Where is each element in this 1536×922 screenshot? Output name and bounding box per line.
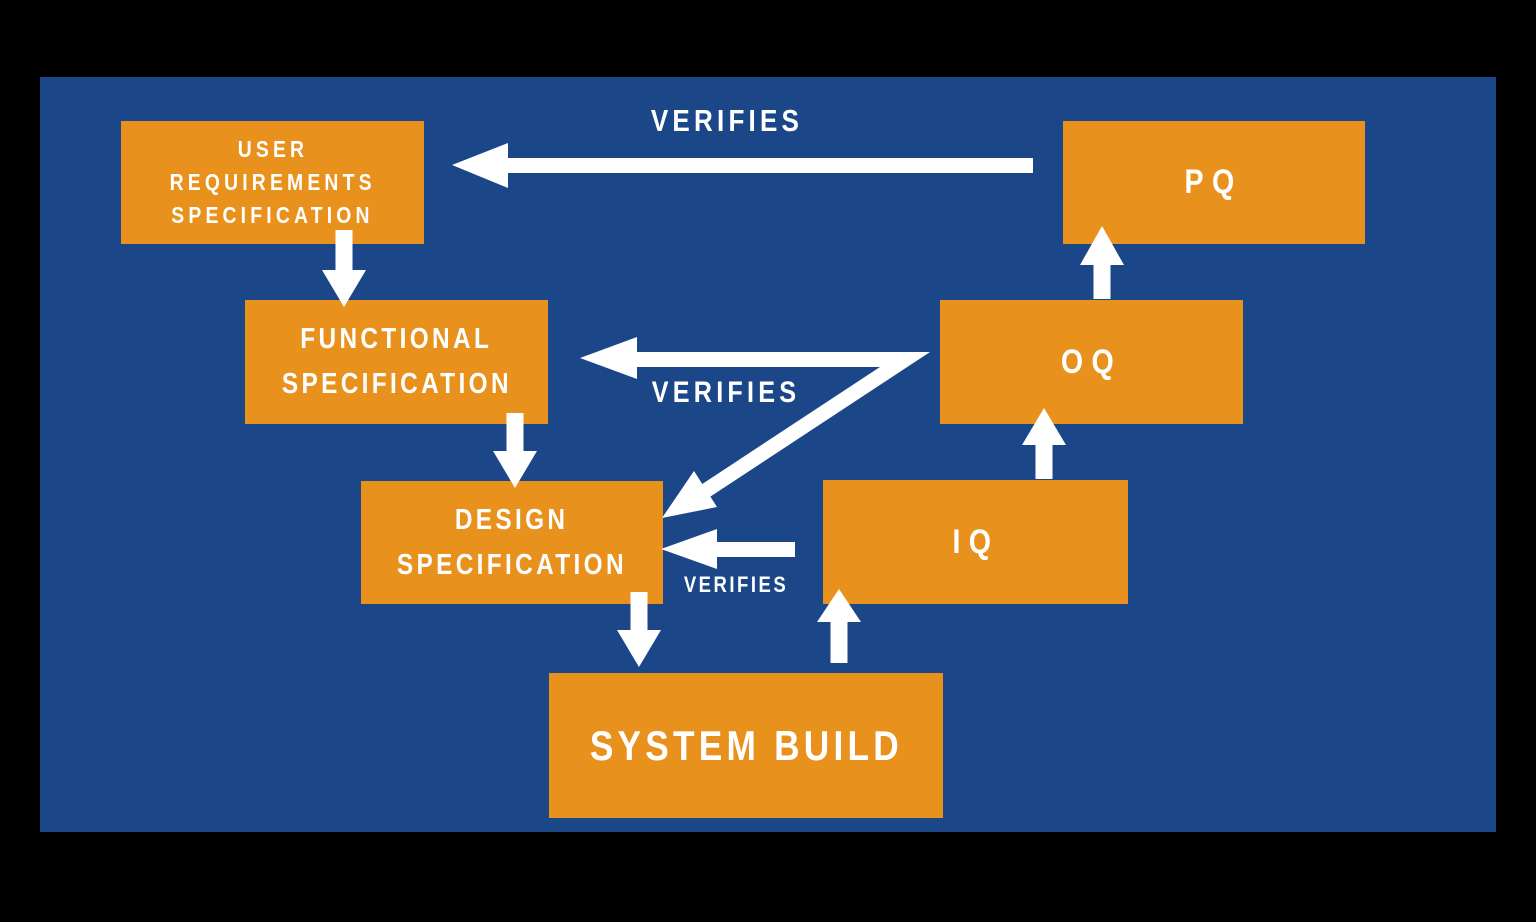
node-pq: PQ (1063, 121, 1365, 244)
node-design-specification: DESIGN SPECIFICATION (361, 481, 663, 604)
node-user-requirements-specification: USER REQUIREMENTS SPECIFICATION (121, 121, 424, 244)
verifies-label-text: VERIFIES (683, 572, 789, 597)
node-label-line: SPECIFICATION (281, 368, 512, 400)
node-oq: OQ (940, 300, 1243, 424)
node-label-line: SPECIFICATION (171, 202, 374, 228)
node-label-line: REQUIREMENTS (169, 169, 376, 195)
node-label-line: OQ (1060, 342, 1123, 381)
verifies-label-top: VERIFIES (607, 103, 847, 139)
node-system-build: SYSTEM BUILD (549, 673, 943, 818)
verifies-label-text: VERIFIES (651, 376, 801, 409)
verifies-label-middle: VERIFIES (606, 376, 846, 410)
node-label-line: IQ (952, 522, 999, 561)
node-functional-specification: FUNCTIONAL SPECIFICATION (245, 300, 548, 424)
verifies-label-small: VERIFIES (646, 572, 826, 598)
node-label-line: SYSTEM BUILD (589, 721, 903, 769)
node-label-line: PQ (1184, 163, 1244, 201)
node-label-line: USER (237, 136, 308, 162)
verifies-label-text: VERIFIES (650, 103, 804, 138)
node-label-line: FUNCTIONAL (300, 323, 493, 355)
node-label-line: DESIGN (455, 503, 569, 536)
node-label-line: SPECIFICATION (396, 548, 628, 581)
node-iq: IQ (823, 480, 1128, 604)
